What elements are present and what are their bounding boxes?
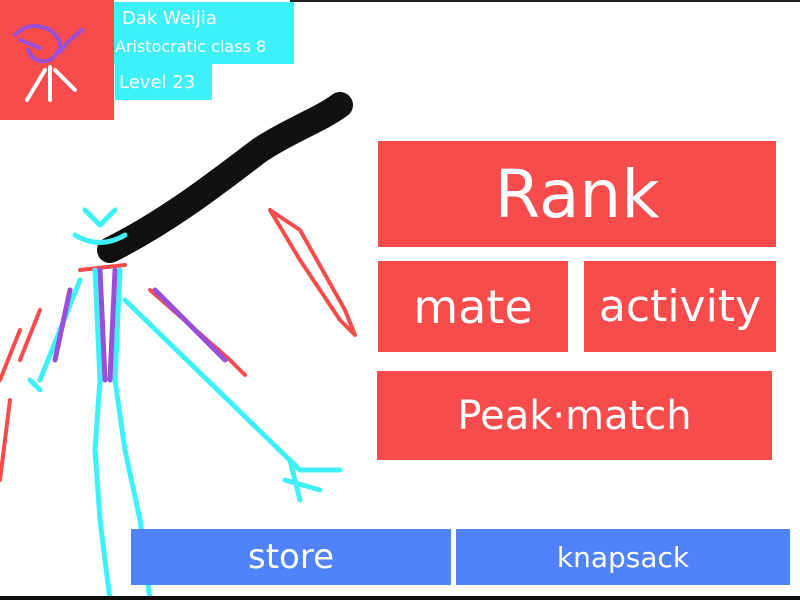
activity-button[interactable]: activity	[584, 261, 776, 352]
top-border	[290, 0, 800, 2]
knapsack-button[interactable]: knapsack	[456, 529, 790, 585]
store-button[interactable]: store	[131, 529, 451, 585]
player-name: Dak Weijia	[122, 8, 217, 29]
peak-match-button[interactable]: Peak·match	[377, 371, 772, 460]
player-avatar[interactable]	[0, 0, 114, 120]
rank-button[interactable]: Rank	[378, 141, 776, 247]
stick-figure-avatar-icon	[13, 24, 84, 102]
bottom-border	[0, 596, 800, 600]
mate-button[interactable]: mate	[378, 261, 568, 352]
player-level: Level 23	[115, 64, 212, 100]
player-class: Aristocratic class 8	[115, 37, 267, 56]
player-info-panel: Dak Weijia Aristocratic class 8	[114, 2, 294, 64]
